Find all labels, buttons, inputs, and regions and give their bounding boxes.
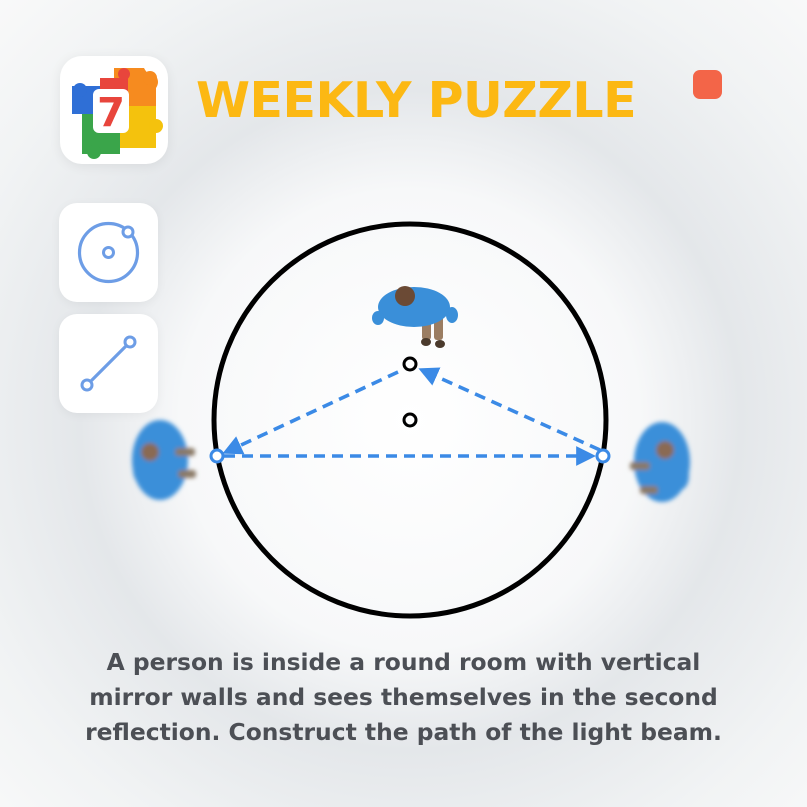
mirror-wall-circle bbox=[211, 221, 609, 619]
page-title: WEEKLY PUZZLE bbox=[196, 72, 637, 129]
reflection-point-right[interactable] bbox=[595, 448, 611, 464]
circle-with-center-point-icon bbox=[77, 221, 140, 284]
puzzle-number-7-icon: 7 bbox=[72, 68, 163, 159]
beam-segment-1 bbox=[222, 370, 399, 455]
caption-line: A person is inside a round room with ver… bbox=[106, 648, 701, 676]
puzzle-description: A person is inside a round room with ver… bbox=[0, 645, 807, 750]
reflection-right bbox=[630, 422, 690, 502]
reflection-point-left[interactable] bbox=[209, 448, 225, 464]
person-top bbox=[372, 286, 458, 348]
caption-line: reflection. Construct the path of the li… bbox=[85, 718, 722, 746]
light-beam-path bbox=[222, 367, 601, 466]
room-center-point[interactable] bbox=[402, 412, 418, 428]
beam-segment-3 bbox=[418, 367, 601, 452]
svg-text:7: 7 bbox=[97, 90, 125, 136]
line-segment-icon bbox=[80, 335, 137, 392]
red-square-icon bbox=[693, 70, 722, 99]
person-eye-point[interactable] bbox=[402, 356, 418, 372]
caption-line: mirror walls and sees themselves in the … bbox=[89, 683, 718, 711]
reflection-left bbox=[132, 420, 196, 500]
segment-tool-button[interactable] bbox=[59, 314, 158, 413]
app-icon: 7 bbox=[60, 56, 168, 164]
puzzle-digit: 7 bbox=[93, 89, 129, 136]
circle-tool-button[interactable] bbox=[59, 203, 158, 302]
